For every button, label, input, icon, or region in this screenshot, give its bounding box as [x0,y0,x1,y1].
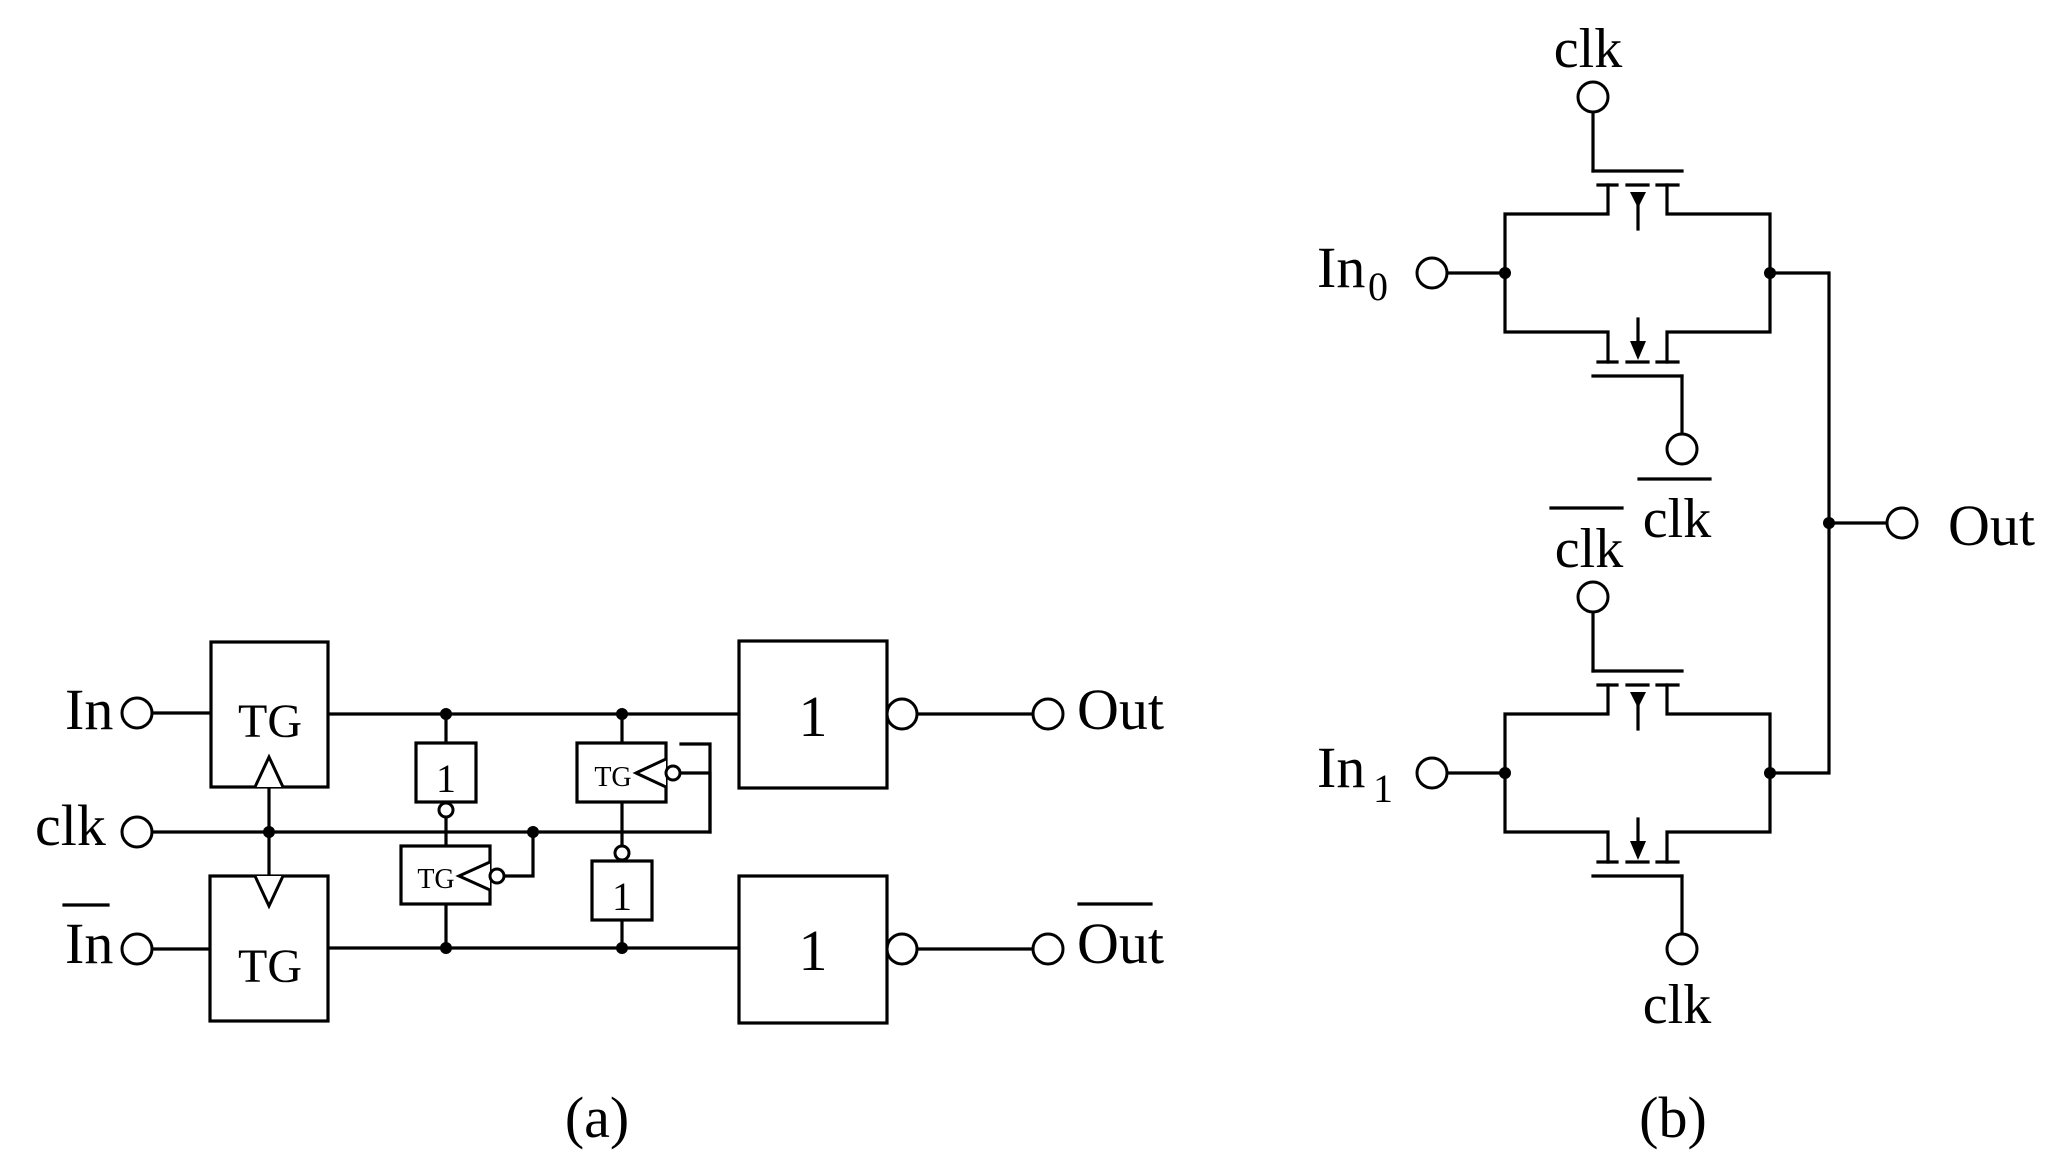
inversion-bubble [664,764,682,782]
terminal-out-bar [1031,932,1065,966]
junction-dot [440,942,452,954]
junction-dot [1764,267,1776,279]
wire-output-rail [1768,271,1831,775]
inv-big-lower-label: 1 [799,918,828,983]
terminal-clk-top [1576,80,1610,114]
inv-big-lower-box [737,874,889,1025]
inversion-bubble [437,801,455,819]
clock-triangle-down-icon [253,875,285,910]
in0-main: In [1317,235,1365,300]
terminal-clk-bar-upper [1665,432,1699,466]
input-label-in: In [65,677,113,742]
wire-tg-left-ctrl [502,830,535,878]
terminal-in [120,696,154,730]
panel-a-components [120,639,1065,1025]
input-label-in0: In0 [1317,235,1388,309]
clock-triangle-up-icon [253,753,285,788]
input-label-in-bar: In [65,911,113,976]
terminal-clk [120,815,154,849]
nmos-arrow-icon [1630,841,1646,860]
wire-left-rail [1503,183,1610,364]
clk-bar-label-upper: clk [1643,488,1711,550]
terminal-out [1885,506,1919,540]
junction-dot [440,708,452,720]
wire-left-rail [1503,683,1610,864]
junction-dot [1499,267,1511,279]
clk-bar-label-lower: clk [1555,518,1623,580]
clock-triangle-left-icon [632,757,667,789]
junction-dot [616,708,628,720]
clk-label-top: clk [1554,18,1622,80]
inversion-bubble [488,867,506,885]
panel-b-components [1415,80,1919,966]
junction-dot [1764,767,1776,779]
inv-big-upper-label: 1 [799,684,828,749]
tg-lower-label: TG [238,940,302,993]
inv-small-left-box [414,741,478,804]
inv-big-upper-box [737,639,889,790]
pmos-arrow-icon [1630,192,1646,208]
caption-a: (a) [565,1085,629,1150]
inversion-bubble [885,697,919,731]
junction-dot-out [1823,517,1835,529]
terminal-out [1031,697,1065,731]
pmos-arrow-icon [1630,692,1646,708]
nmos-arrow-icon [1630,341,1646,360]
junction-dot [263,826,275,838]
wire-right-rail [1665,683,1772,864]
inv-small-left-label: 1 [436,756,456,801]
junction-dot [527,826,539,838]
terminal-input [1415,756,1449,790]
junction-dot [616,942,628,954]
tg-small-left-label: TG [417,864,454,895]
clk-label-bottom: clk [1643,974,1711,1036]
panel-a-latch-circuit: In clk In TG TG 1 1 TG TG 1 1 Out Out (a… [35,639,1164,1150]
in0-subscript: 0 [1368,264,1388,309]
terminal-clk-bottom [1665,932,1699,966]
in1-main: In [1317,735,1365,800]
output-label-out-b: Out [1948,493,2035,558]
caption-b: (b) [1639,1085,1707,1150]
terminal-input [1415,256,1449,290]
panel-a-wires [150,711,1035,951]
inv-small-right-label: 1 [612,874,632,919]
inv-small-right-box [590,859,654,922]
wire-right-rail [1665,183,1772,364]
terminal-in-bar [120,932,154,966]
inversion-bubble [613,844,631,862]
terminal-clk-bar-lower [1576,580,1610,614]
output-label-out-bar: Out [1077,911,1164,976]
clock-triangle-left-icon [455,860,491,892]
in1-subscript: 1 [1373,766,1393,811]
output-label-out: Out [1077,677,1164,742]
input-label-clk: clk [35,793,106,858]
inversion-bubble [885,932,919,966]
tg-upper-label: TG [238,695,302,748]
junction-dot [1499,767,1511,779]
tg-small-right-label: TG [594,762,631,793]
wire-tg-right-ctrl [678,771,712,834]
